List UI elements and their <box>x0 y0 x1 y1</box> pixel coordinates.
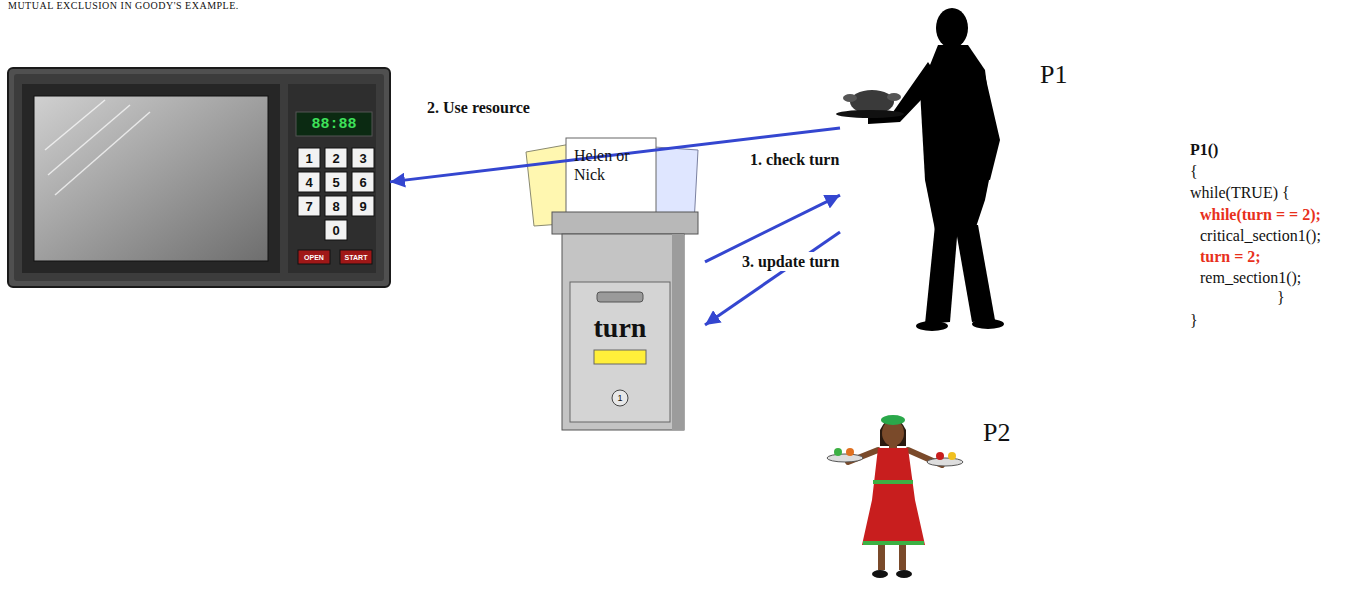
tray-food <box>948 452 956 460</box>
turkey-leg <box>887 93 901 101</box>
drawer-label: turn <box>580 310 660 346</box>
keypad-key <box>325 148 347 168</box>
apron-trim <box>863 541 924 545</box>
apron-trim <box>873 480 913 484</box>
key-digit: 7 <box>298 196 320 216</box>
waitress-illustration <box>827 415 963 578</box>
code-line: while(turn = = 2); <box>1200 205 1321 224</box>
serving-tray <box>836 110 904 118</box>
cabinet-side <box>672 234 684 430</box>
keypad-key <box>352 148 374 168</box>
waiter-shoe <box>972 319 1004 329</box>
arrow-connector <box>705 232 840 325</box>
drawer-handle <box>597 292 643 302</box>
waiter-silhouette <box>836 8 1004 331</box>
code-line: } <box>1277 288 1285 307</box>
turn-cabinet-node: Helen or Nick turn 1 <box>520 135 705 435</box>
open-drawer <box>552 212 698 234</box>
edge-label: 1. check turn <box>748 150 841 169</box>
waiter-arm <box>980 75 1000 180</box>
keypad-key <box>325 220 347 240</box>
keypad-key <box>298 172 320 192</box>
edge-label: 3. update turn <box>740 252 841 271</box>
key-digit: 9 <box>352 196 374 216</box>
microwave-window <box>34 96 268 261</box>
key-digit: 6 <box>352 172 374 192</box>
code-line: P1() <box>1190 140 1218 159</box>
waitress-cap <box>881 415 905 425</box>
key-digit: 4 <box>298 172 320 192</box>
tray-food <box>846 448 854 456</box>
waitress-shoe <box>872 570 888 578</box>
waitress-dress <box>862 448 925 545</box>
process-label: P1 <box>1040 60 1067 90</box>
lcd-display <box>296 112 372 136</box>
window-glare <box>45 100 105 150</box>
key-digit: 2 <box>325 148 347 168</box>
tray-food <box>834 448 842 456</box>
button-label: START <box>340 250 372 264</box>
keypad-key <box>352 196 374 216</box>
open-button <box>298 250 330 264</box>
code-line: while(TRUE) { <box>1190 183 1290 202</box>
microwave-door <box>22 84 280 273</box>
keypad-key <box>325 172 347 192</box>
key-digit: 0 <box>325 220 347 240</box>
microwave-illustration <box>8 68 390 287</box>
key-digit: 8 <box>325 196 347 216</box>
code-line: rem_section1(); <box>1200 268 1301 287</box>
key-digit: 5 <box>325 172 347 192</box>
waitress-leg <box>899 545 906 570</box>
paper-text: Helen or Nick <box>574 146 652 184</box>
label-slot <box>594 350 646 364</box>
waitress-shoe <box>896 570 912 578</box>
keypad-key <box>298 196 320 216</box>
waitress-tray <box>827 454 863 462</box>
cabinet-body <box>562 234 684 430</box>
process-label: P2 <box>983 418 1010 448</box>
tray-food <box>936 452 944 460</box>
turkey-leg <box>843 94 857 102</box>
code-line: turn = 2; <box>1200 247 1261 266</box>
drawer-lock <box>612 390 628 406</box>
file-cabinet-illustration <box>526 138 698 430</box>
process-figure: P2 <box>825 400 1025 585</box>
keypad-key <box>298 148 320 168</box>
waiter-head <box>936 8 968 48</box>
keypad-key <box>352 172 374 192</box>
process-figure: P1 <box>840 5 1080 335</box>
window-glare <box>55 112 150 195</box>
waiter-leg <box>925 225 958 324</box>
waitress-tray <box>927 458 963 466</box>
microwave-body <box>8 68 390 287</box>
microwave-face <box>14 74 384 281</box>
code-line: } <box>1190 311 1198 330</box>
button-label: OPEN <box>298 250 330 264</box>
waitress-leg <box>878 545 885 570</box>
keypad-key <box>325 196 347 216</box>
diagram-title: MUTUAL EXCLUSION IN GOODY'S EXAMPLE. <box>8 0 239 11</box>
edge-label: 2. Use resource <box>425 98 532 117</box>
control-panel <box>288 84 376 273</box>
lock-number: 1 <box>612 390 628 406</box>
code-line: critical_section1(); <box>1200 226 1321 245</box>
key-digit: 1 <box>298 148 320 168</box>
key-digit: 3 <box>352 148 374 168</box>
microwave-node: 88:88 123 456 7890OPEN START <box>8 68 390 287</box>
display-digits: 88:88 <box>296 112 372 136</box>
code-line: { <box>1190 162 1198 181</box>
waiter-shoe <box>916 321 948 331</box>
start-button <box>340 250 372 264</box>
waiter-leg <box>955 225 995 322</box>
drawer-front <box>570 282 670 422</box>
